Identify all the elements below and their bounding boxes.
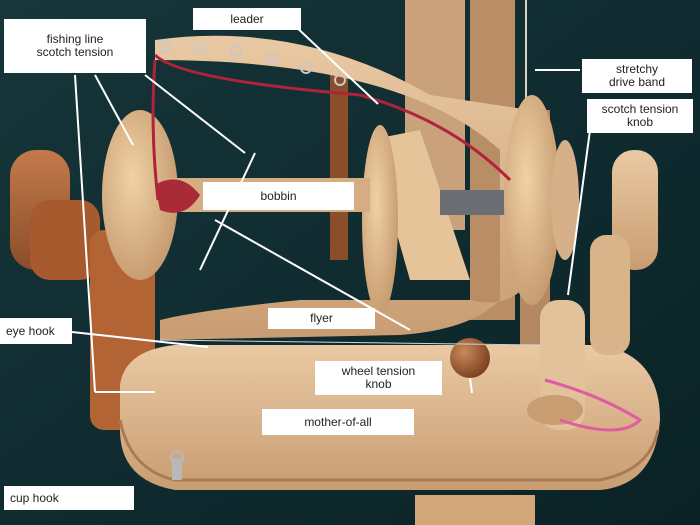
flyer-hooks	[159, 41, 346, 86]
pink-tie	[544, 378, 643, 432]
label-cup-hook: cup hook	[4, 486, 134, 510]
label-eye-hook: eye hook	[0, 318, 72, 344]
whorl-discs	[362, 95, 579, 315]
label-leader: leader	[193, 8, 301, 30]
cup-hook-shape	[170, 451, 184, 480]
leader-yarn	[153, 53, 512, 182]
arrow-wheel-tension	[469, 377, 473, 394]
annotation-arrows	[71, 23, 591, 394]
arrow-leader	[292, 23, 379, 105]
label-scotch-tension-knob: scotch tension knob	[587, 99, 693, 133]
left-maiden	[10, 150, 155, 430]
label-stretchy-drive-band: stretchy drive band	[582, 59, 692, 93]
arrow-eye-hook	[71, 331, 209, 348]
arrow-fishing-line-c	[74, 74, 96, 393]
wheel-tension-knob-shape	[450, 338, 490, 378]
label-flyer: flyer	[268, 308, 375, 329]
arrow-fishing-line-a	[94, 74, 134, 146]
arrow-bobbin-b	[214, 219, 411, 331]
arrow-scotch-knob	[567, 129, 591, 296]
label-mother-of-all: mother-of-all	[262, 409, 414, 435]
label-wheel-tension-knob: wheel tension knob	[315, 361, 442, 395]
arrow-fishing-line-b	[144, 74, 246, 154]
label-fishing-line-scotch-tension: fishing line scotch tension	[4, 19, 146, 73]
right-maiden	[527, 150, 658, 430]
label-bobbin: bobbin	[203, 182, 354, 210]
arrow-bobbin-a	[199, 152, 256, 271]
